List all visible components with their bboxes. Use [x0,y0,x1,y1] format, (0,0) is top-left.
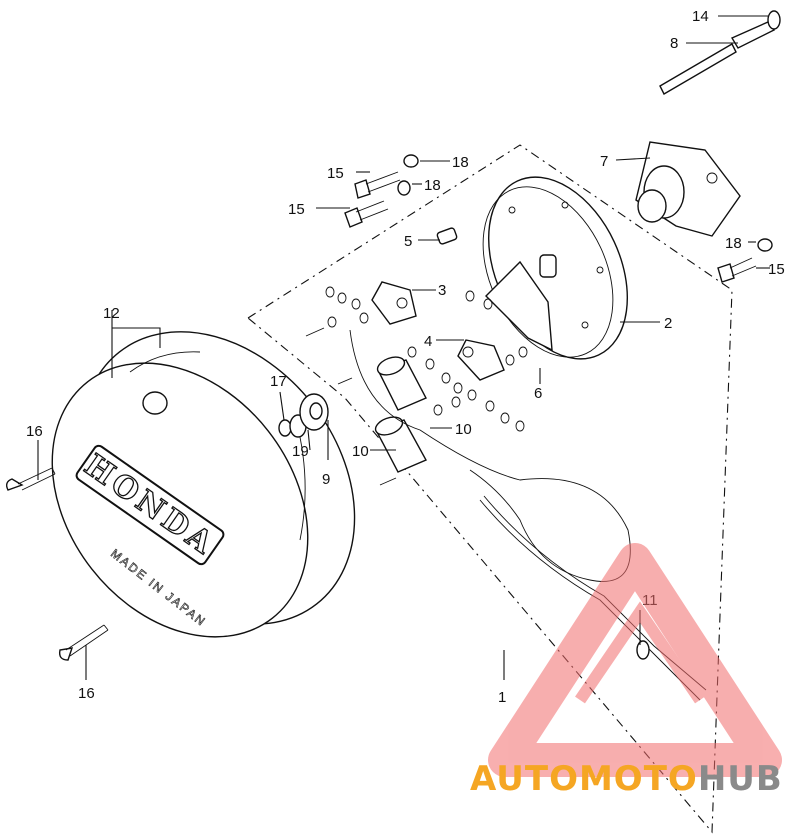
label-10b: 10 [352,443,369,460]
contact-breaker-4 [457,339,505,381]
base-plate [482,176,629,360]
watermark-text-part1: AUTOMOTO [470,759,698,799]
small-hardware [305,286,528,486]
watermark-text-part2: HUB [698,759,783,799]
label-14: 14 [692,8,709,25]
label-18a: 18 [452,154,469,171]
label-5: 5 [404,233,412,250]
label-15b: 15 [288,201,305,218]
felt-piece [436,227,458,245]
spark-advancer-group [278,393,329,438]
side-cover: HONDA MADE IN JAPAN [51,331,356,638]
shaft [659,10,781,95]
label-15a: 15 [327,165,344,182]
washer-18-a [403,154,419,168]
label-17: 17 [270,373,287,390]
leader-lines [37,15,770,680]
label-1: 1 [498,689,506,706]
label-7: 7 [600,153,608,170]
label-9: 9 [322,471,330,488]
label-19: 19 [292,443,309,460]
label-18c: 18 [725,235,742,252]
bolt-15-top [354,171,401,199]
label-18b: 18 [424,177,441,194]
washer-18-b [397,180,411,196]
label-16a: 16 [26,423,43,440]
condenser-lower [374,416,427,473]
washer-18-c [757,238,773,252]
bolt-15-right [717,257,757,283]
label-15c: 15 [768,261,785,278]
label-4: 4 [424,333,432,350]
bolt-15-mid [344,200,389,228]
watermark-triangle [488,543,782,777]
label-12: 12 [103,305,120,322]
honda-logo-plate [75,444,225,566]
label-8: 8 [670,35,678,52]
label-6: 6 [534,385,542,402]
housing [635,141,741,237]
cover-screw-lower [58,624,109,661]
condenser-upper [376,356,427,411]
watermark-logo [488,543,782,777]
label-16b: 16 [78,685,95,702]
label-3: 3 [438,282,446,299]
cover-screw-upper [5,467,56,491]
contact-breaker-3 [371,281,417,325]
label-10a: 10 [455,421,472,438]
label-2: 2 [664,315,672,332]
watermark-text: AUTOMOTOHUB [470,759,783,799]
